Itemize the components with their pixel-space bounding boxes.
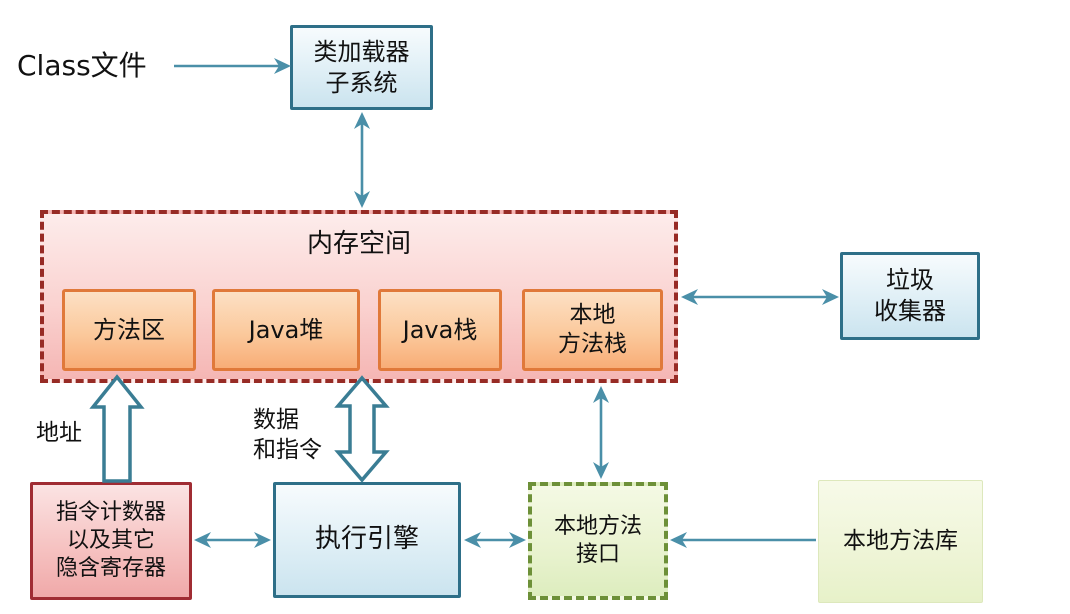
arrow-nativestack-nativeinterface: [593, 386, 609, 479]
node-java-heap: Java堆: [212, 289, 360, 371]
edge-label-data-and-instructions: 数据 和指令: [253, 407, 322, 463]
edge-label-address: 地址: [36, 420, 82, 446]
arrow-memory-garbage-collector: [681, 289, 839, 305]
arrow-counter-engine: [194, 532, 271, 548]
node-class-loader-subsystem: 类加载器 子系统: [290, 25, 433, 110]
node-instruction-counter: 指令计数器 以及其它 隐含寄存器: [30, 482, 192, 600]
node-native-method-interface: 本地方法 接口: [528, 482, 668, 600]
node-native-method-stack: 本地 方法栈: [522, 289, 663, 371]
block-arrow-address-up: [89, 374, 145, 483]
node-garbage-collector: 垃圾 收集器: [840, 252, 980, 340]
block-arrow-data-instructions: [334, 375, 390, 483]
arrow-classfile-to-classloader: [174, 58, 291, 74]
node-method-area: 方法区: [62, 289, 196, 371]
node-native-method-library: 本地方法库: [818, 480, 983, 603]
class-file-label: Class文件: [17, 49, 147, 82]
node-execution-engine: 执行引擎: [273, 482, 461, 598]
arrow-library-nativeinterface: [670, 532, 816, 548]
node-java-stack: Java栈: [378, 289, 502, 371]
arrow-classloader-memory: [354, 112, 370, 208]
arrow-engine-nativeinterface: [464, 532, 526, 548]
memory-space-title: 内存空间: [306, 229, 411, 259]
